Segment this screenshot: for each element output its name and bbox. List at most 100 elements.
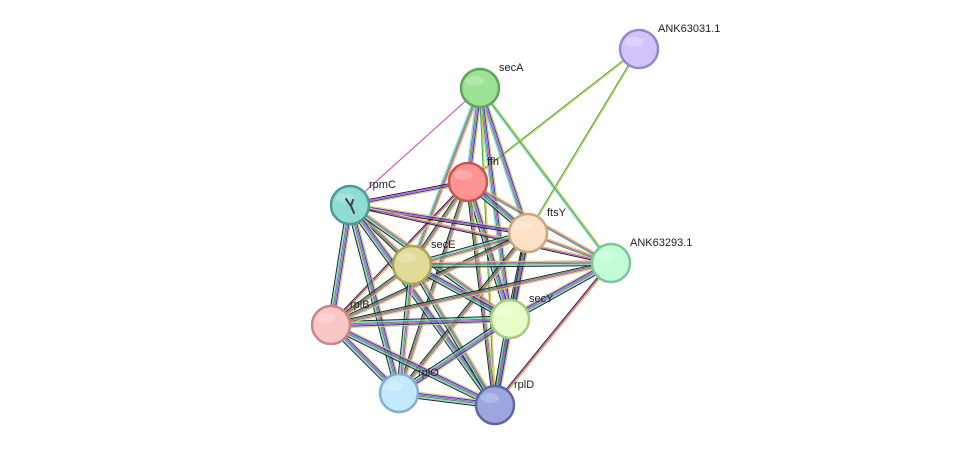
- node-label: rpmC: [369, 179, 396, 191]
- node-rpmc[interactable]: rpmC: [329, 179, 396, 226]
- node-seca[interactable]: secA: [459, 62, 524, 109]
- edge-line: [398, 318, 510, 393]
- node-rplo[interactable]: rplO: [378, 367, 439, 414]
- node-secy[interactable]: secY: [489, 293, 554, 340]
- nodes-layer: secA ANK63031.1 ffh rpmC ftsY secE ANK63293.1 r…: [310, 23, 720, 426]
- edge-line: [478, 88, 611, 265]
- edge-rplB-rplD: [329, 321, 497, 409]
- node-circle[interactable]: [618, 28, 660, 70]
- edge-line: [479, 87, 612, 264]
- edge-line: [330, 317, 510, 325]
- edge-line: [331, 234, 530, 328]
- edge-line: [328, 204, 349, 325]
- node-ffh[interactable]: ffh: [447, 156, 499, 203]
- edge-line: [479, 87, 529, 234]
- edge-secA-rpmC: [349, 87, 481, 206]
- node-circle[interactable]: [507, 212, 549, 254]
- node-circle[interactable]: [447, 161, 489, 203]
- edge-line: [494, 262, 612, 406]
- edge-line: [349, 204, 612, 264]
- edge-line: [327, 204, 348, 325]
- node-highlight: [625, 37, 643, 47]
- edge-line: [412, 264, 497, 405]
- edge-line: [527, 48, 639, 233]
- edge-rpmC-rplO: [346, 204, 403, 394]
- edge-rpmC-ANK63293.1: [349, 203, 612, 265]
- node-circle[interactable]: [378, 372, 420, 414]
- edge-line: [331, 263, 612, 327]
- edge-line: [330, 316, 510, 324]
- edge-line: [396, 181, 467, 393]
- edge-rpmC-rplB: [327, 204, 354, 326]
- node-label: secE: [431, 239, 455, 251]
- edge-line: [399, 265, 414, 394]
- node-label: rplO: [418, 367, 439, 379]
- node-highlight: [317, 313, 335, 323]
- edge-line: [329, 326, 495, 408]
- edge-line: [399, 320, 512, 395]
- node-rpld[interactable]: rplD: [474, 379, 534, 426]
- node-rplb[interactable]: rplB: [310, 299, 370, 346]
- node-circle[interactable]: [489, 298, 531, 340]
- edge-line: [409, 266, 494, 407]
- edge-line: [331, 322, 497, 404]
- edge-line: [331, 205, 352, 326]
- node-label: ANK63293.1: [630, 237, 692, 249]
- edge-line: [396, 264, 411, 393]
- edge-line: [331, 319, 511, 327]
- node-circle[interactable]: [474, 384, 516, 426]
- edge-line: [349, 205, 611, 265]
- node-ank63031-1[interactable]: ANK63031.1: [618, 23, 720, 70]
- node-ftsy[interactable]: ftsY: [507, 207, 567, 254]
- node-highlight: [336, 193, 354, 203]
- edge-line: [467, 48, 639, 182]
- edge-line: [348, 205, 399, 394]
- node-highlight: [454, 170, 472, 180]
- edge-line: [397, 317, 510, 392]
- edge-line: [399, 182, 470, 394]
- edge-line: [347, 205, 398, 394]
- node-label: ftsY: [547, 207, 567, 219]
- node-ank63293-1[interactable]: ANK63293.1: [590, 237, 692, 284]
- edge-line: [400, 182, 471, 394]
- node-sece[interactable]: secE: [391, 239, 455, 286]
- edge-line: [350, 204, 496, 405]
- edge-line: [352, 204, 403, 393]
- edge-line: [528, 49, 640, 234]
- edge-line: [397, 231, 527, 393]
- node-circle[interactable]: [459, 67, 501, 109]
- edge-line: [397, 181, 468, 393]
- edge-ANK63031.1-ffh: [467, 48, 640, 183]
- edge-line: [411, 264, 496, 406]
- node-highlight: [597, 251, 615, 261]
- edge-line: [412, 263, 612, 267]
- edge-line: [331, 320, 511, 328]
- edge-secA-secE: [409, 87, 483, 266]
- edge-line: [411, 262, 612, 266]
- edge-line: [331, 321, 511, 329]
- edge-line: [331, 323, 496, 405]
- edge-ANK63031.1-ftsY: [527, 48, 640, 234]
- node-label: secY: [529, 293, 554, 305]
- edge-line: [410, 87, 480, 265]
- edge-line: [481, 87, 531, 233]
- edge-line: [412, 88, 482, 266]
- edge-line: [411, 260, 611, 264]
- node-circle[interactable]: [310, 304, 352, 346]
- edge-line: [330, 261, 611, 325]
- edge-line: [351, 204, 402, 393]
- edge-line: [410, 265, 495, 406]
- edge-ANK63293.1-rplB: [330, 260, 612, 328]
- edge-line: [330, 325, 495, 407]
- edge-line: [333, 205, 354, 326]
- edge-line: [349, 87, 481, 206]
- edge-secE-rplD: [409, 263, 498, 407]
- edge-line: [331, 233, 529, 327]
- edge-line: [409, 87, 479, 265]
- edge-secE-rplO: [396, 264, 415, 394]
- edge-secY-rplO: [396, 315, 513, 397]
- node-label: rplD: [514, 379, 534, 391]
- node-circle[interactable]: [590, 242, 632, 284]
- node-circle[interactable]: [391, 244, 433, 286]
